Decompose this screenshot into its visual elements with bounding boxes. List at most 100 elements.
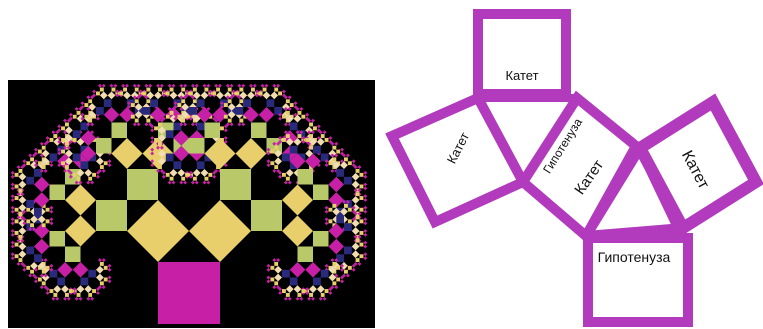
tree-square xyxy=(26,208,30,212)
tree-square xyxy=(158,142,162,146)
tree-square xyxy=(65,126,73,134)
triangle-lower xyxy=(586,148,683,236)
tree-square xyxy=(321,270,329,278)
tree-square xyxy=(100,281,104,285)
tree-square xyxy=(284,297,288,301)
tree-square xyxy=(294,285,302,293)
tree-square xyxy=(108,279,112,283)
tree-square xyxy=(241,123,245,127)
tree-square xyxy=(73,262,89,278)
tree-square xyxy=(332,146,336,150)
tree-square xyxy=(170,177,174,181)
tree-square xyxy=(220,126,224,130)
tree-square xyxy=(96,266,104,274)
tree-square xyxy=(360,185,364,189)
tree-square xyxy=(96,157,104,165)
tree-square xyxy=(340,279,344,283)
tree-square xyxy=(123,88,127,92)
tree-square xyxy=(26,266,30,270)
tree-square xyxy=(121,84,125,88)
label-center-leg: Катет xyxy=(571,157,607,198)
tree-square xyxy=(61,126,65,130)
tree-square xyxy=(321,293,325,297)
tree-square xyxy=(332,204,336,208)
tree-square xyxy=(86,181,90,185)
tree-square xyxy=(193,177,197,181)
tree-square xyxy=(11,252,15,256)
tree-square xyxy=(63,297,67,301)
tree-square xyxy=(290,103,294,107)
tree-square xyxy=(336,278,340,282)
tree-square xyxy=(189,107,197,115)
tree-square xyxy=(108,268,112,272)
tree-square xyxy=(51,297,55,301)
tree-square xyxy=(282,185,313,216)
tree-square xyxy=(15,208,19,212)
tree-square xyxy=(19,258,23,262)
tree-square xyxy=(46,266,50,270)
tree-square xyxy=(214,84,218,88)
tree-square xyxy=(53,293,57,297)
tree-square xyxy=(15,231,19,235)
tree-square xyxy=(102,84,106,88)
tree-square xyxy=(11,229,15,233)
tree-square xyxy=(205,138,236,169)
tree-square xyxy=(363,256,367,260)
tree-square xyxy=(205,88,209,92)
tree-square xyxy=(325,289,329,293)
tree-square xyxy=(50,154,58,162)
tree-square xyxy=(42,165,46,169)
tree-square xyxy=(46,291,50,295)
tree-square xyxy=(143,92,147,96)
tree-square xyxy=(133,84,137,88)
tree-square xyxy=(224,136,228,140)
tree-square xyxy=(228,88,232,92)
tree-square xyxy=(53,134,57,138)
tree-square xyxy=(212,92,216,96)
tree-square xyxy=(11,241,15,245)
tree-square xyxy=(26,247,34,255)
tree-square xyxy=(34,223,50,239)
tree-square xyxy=(185,173,189,177)
tree-square xyxy=(61,138,65,142)
tree-square xyxy=(88,103,96,111)
tree-square xyxy=(237,123,241,127)
tree-square xyxy=(216,88,220,92)
tree-square xyxy=(195,181,199,185)
tree-square xyxy=(191,181,195,185)
tree-square xyxy=(301,289,305,293)
tree-square xyxy=(344,157,348,161)
tree-square xyxy=(42,146,46,150)
tree-square xyxy=(286,293,290,297)
tree-square xyxy=(239,92,247,100)
tree-square xyxy=(30,223,34,227)
tree-square xyxy=(11,171,15,175)
tree-square xyxy=(348,266,352,270)
tree-square xyxy=(34,148,38,152)
tree-square xyxy=(11,175,15,179)
pythagorean-squares-diagram: Катет Катет Гипотенуза Катет Катет Гипот… xyxy=(378,0,763,329)
tree-square xyxy=(38,161,42,165)
tree-square xyxy=(282,115,286,119)
tree-square xyxy=(75,107,79,111)
tree-square xyxy=(363,229,367,233)
tree-square xyxy=(363,233,367,237)
tree-square xyxy=(166,173,170,177)
tree-square xyxy=(15,243,19,247)
tree-square xyxy=(34,208,42,216)
tree-square xyxy=(133,123,137,127)
tree-square xyxy=(325,221,329,225)
tree-square xyxy=(360,208,364,212)
tree-square xyxy=(298,134,302,138)
tree-square xyxy=(191,123,195,127)
tree-square xyxy=(81,161,89,169)
tree-square xyxy=(360,231,364,235)
tree-square xyxy=(28,274,32,278)
tree-square xyxy=(158,262,220,324)
tree-square xyxy=(79,297,83,301)
tree-square xyxy=(241,84,245,88)
tree-square xyxy=(65,247,81,263)
tree-square xyxy=(146,88,150,92)
tree-square xyxy=(325,217,329,221)
tree-square xyxy=(50,289,54,293)
